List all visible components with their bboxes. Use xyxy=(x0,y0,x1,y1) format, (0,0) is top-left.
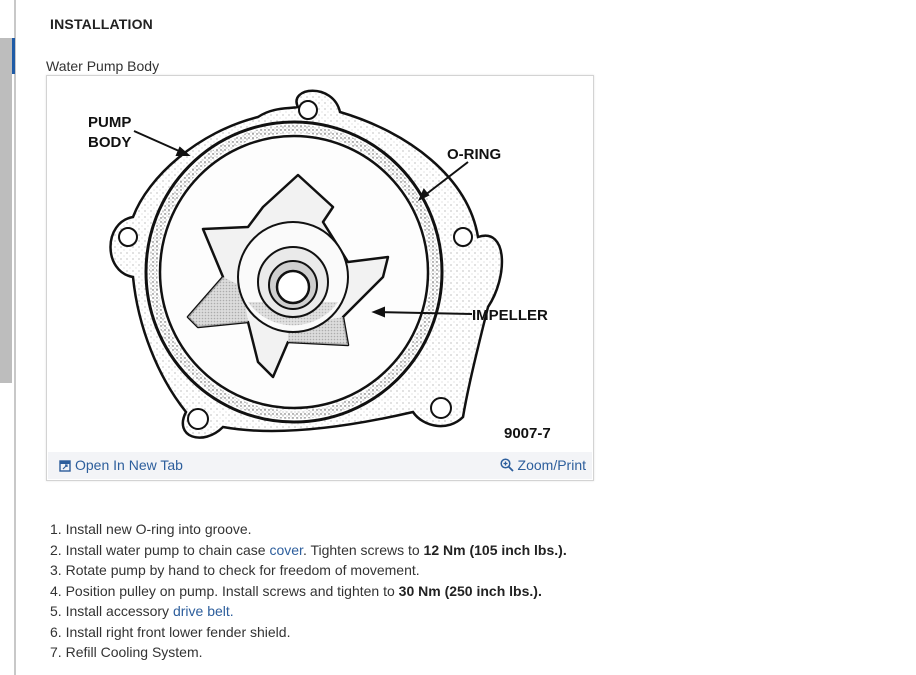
zoom-print-link[interactable]: Zoom/Print xyxy=(499,457,586,473)
label-impeller: IMPELLER xyxy=(472,307,548,324)
left-scrollbar[interactable] xyxy=(0,0,16,675)
step-item: 5. Install accessory drive belt. xyxy=(50,603,234,619)
label-pump-body-line2: BODY xyxy=(88,134,131,151)
step-item: 7. Refill Cooling System. xyxy=(50,644,203,660)
zoom-print-label: Zoom/Print xyxy=(517,457,586,473)
water-pump-diagram[interactable]: PUMP BODY O-RING IMPELLER 9007-7 xyxy=(48,77,592,451)
external-window-icon xyxy=(59,460,71,472)
figure-caption: Water Pump Body xyxy=(46,58,160,74)
figure-number: 9007-7 xyxy=(504,425,551,442)
section-title: INSTALLATION xyxy=(50,16,153,32)
step-item: 6. Install right front lower fender shie… xyxy=(50,623,291,640)
scrollbar-thumb[interactable] xyxy=(0,38,12,383)
figure-footer: Open In New Tab Zoom/Print xyxy=(48,452,592,479)
step-item: 3. Rotate pump by hand to check for free… xyxy=(50,562,420,578)
step-item: 4. Position pulley on pump. Install scre… xyxy=(50,582,542,599)
zoom-in-icon xyxy=(499,458,514,472)
scrollbar-accent xyxy=(12,38,15,74)
label-o-ring: O-RING xyxy=(447,146,501,163)
open-new-tab-label: Open In New Tab xyxy=(75,457,183,473)
figure-container: PUMP BODY O-RING IMPELLER 9007-7 Open In… xyxy=(46,75,594,481)
installation-steps: 1. Install new O-ring into groove. 2. In… xyxy=(50,519,567,663)
torque-value: 12 Nm (105 inch lbs.) xyxy=(423,541,563,558)
open-new-tab-link[interactable]: Open In New Tab xyxy=(59,457,183,473)
torque-value: 30 Nm (250 inch lbs.) xyxy=(398,582,538,599)
step-item: 1. Install new O-ring into groove. xyxy=(50,521,252,537)
step-item: 2. Install water pump to chain case cove… xyxy=(50,541,567,558)
cover-link[interactable]: cover xyxy=(269,541,303,558)
label-pump-body-line1: PUMP xyxy=(88,114,131,131)
impeller xyxy=(186,173,390,379)
leader-lines xyxy=(133,130,473,318)
drive-belt-link[interactable]: drive belt xyxy=(172,603,230,619)
